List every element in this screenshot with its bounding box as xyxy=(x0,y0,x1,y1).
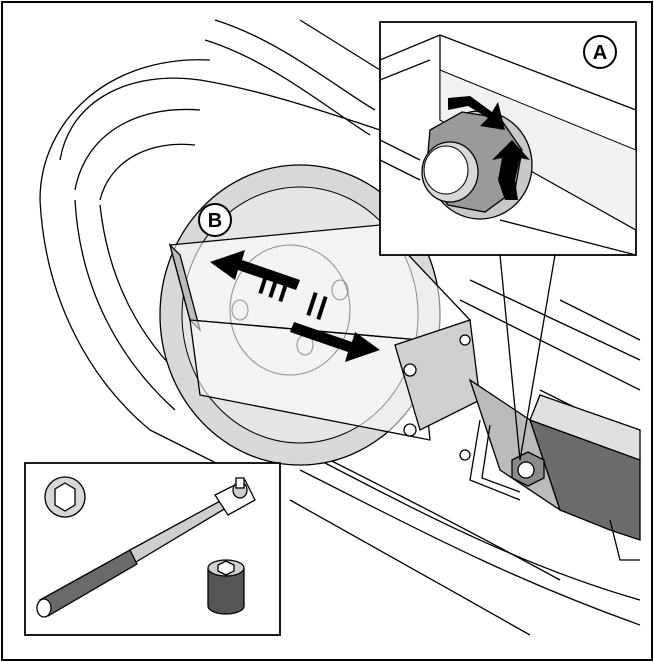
detail-inset-a: A xyxy=(379,21,637,461)
ratchet-wrench-icon xyxy=(36,477,256,618)
tool-inset xyxy=(24,462,281,636)
adjust-arrow-icon xyxy=(210,250,380,362)
callout-b-label: B xyxy=(208,210,222,232)
adjusting-nut xyxy=(511,451,545,487)
rotate-arrow-icon xyxy=(448,96,530,200)
hex-socket-size-icon xyxy=(44,476,86,518)
callout-b: B xyxy=(198,203,232,237)
socket-icon xyxy=(207,559,245,615)
callout-a-label: A xyxy=(593,42,607,64)
